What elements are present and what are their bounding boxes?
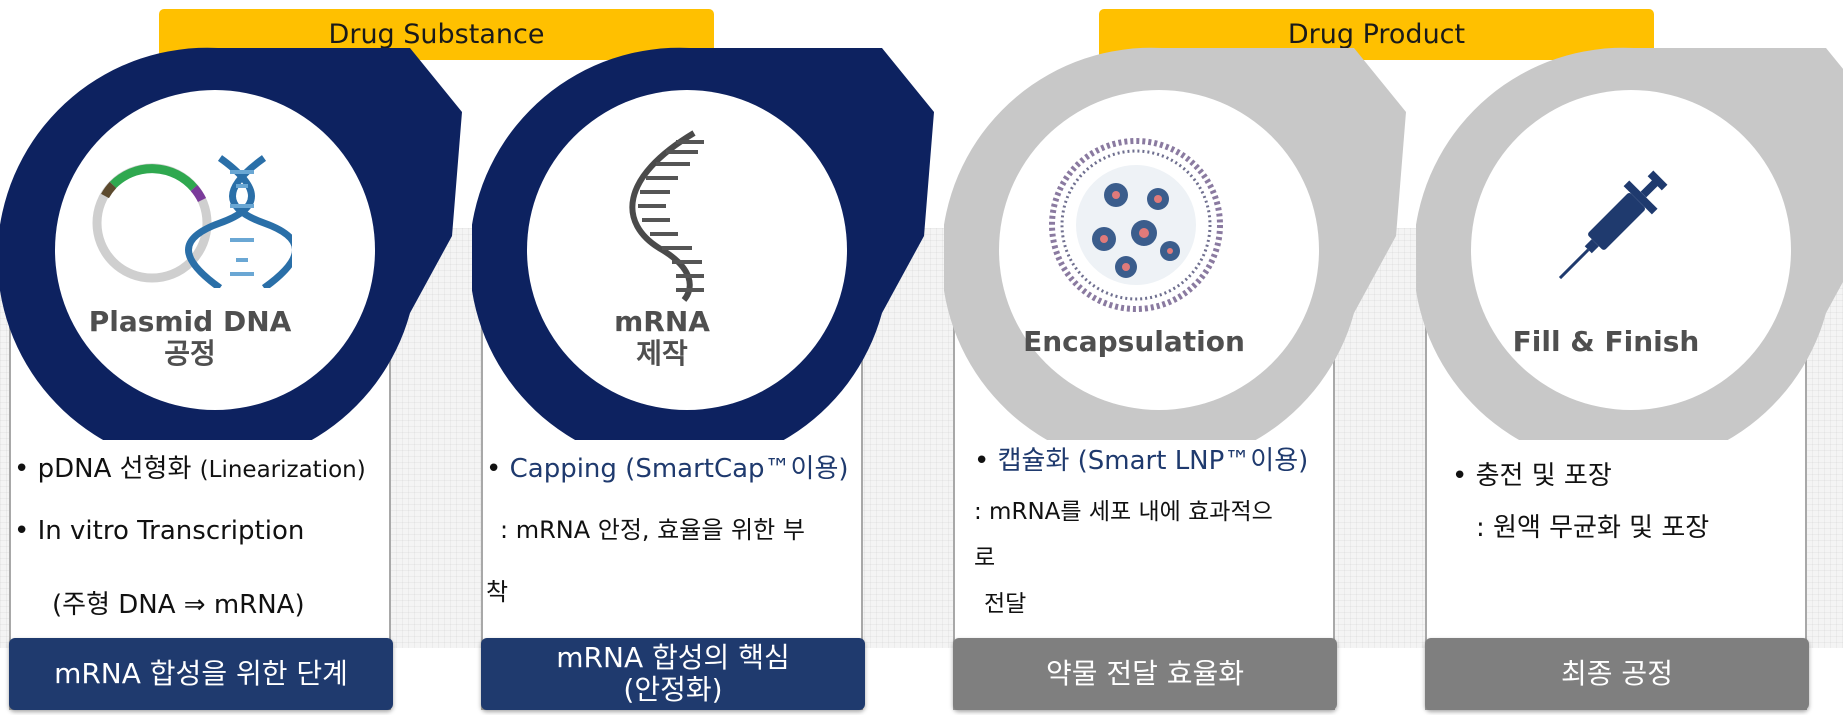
plasmid-dna-icon <box>92 155 292 288</box>
step-plasmid-dna: Plasmid DNA 공정 • pDNA 선형화 (Linearization… <box>0 0 462 715</box>
teardrop-arrow-shape <box>472 47 934 440</box>
bullet-subtext: (주형 DNA ⇒ mRNA) <box>52 590 305 620</box>
mrna-strand-icon <box>629 130 704 302</box>
bullet-subtext: 전달 <box>984 591 1027 617</box>
step-bullets: • Capping (SmartCap™이용) : mRNA 안정, 효율을 위… <box>486 448 861 607</box>
teardrop-arrow-shape <box>1416 47 1843 440</box>
bullet-subtext: : 원액 무균화 및 포장 <box>1476 513 1710 543</box>
step-bullets: • pDNA 선형화 (Linearization) • In vitro Tr… <box>14 448 389 621</box>
step-title: Encapsulation <box>1023 325 1245 358</box>
step-footer: mRNA 합성을 위한 단계 <box>9 638 393 710</box>
syringe-icon <box>1558 170 1668 280</box>
bullet-item: • Capping (SmartCap™이용) <box>486 454 849 484</box>
bullet-subtext: : mRNA를 세포 내에 효과적으 <box>974 499 1273 525</box>
bullet-subtext: : mRNA 안정, 효율을 위한 부 <box>500 516 805 544</box>
bullet-item: • 캡슐화 (Smart LNP™이용) <box>974 446 1309 476</box>
bullet-item: • 충전 및 포장 <box>1452 461 1612 491</box>
step-footer: 약물 전달 효율화 <box>953 638 1337 710</box>
step-fill-finish: Fill & Finish • 충전 및 포장 : 원액 무균화 및 포장 최종… <box>1416 0 1843 715</box>
lipid-nanoparticle-icon <box>1049 138 1223 312</box>
step-mrna: mRNA 제작 • Capping (SmartCap™이용) : mRNA 안… <box>472 0 934 715</box>
bullet-subtext: 로 <box>974 545 996 571</box>
step-title: mRNA 제작 <box>614 305 710 370</box>
step-title: Fill & Finish <box>1512 325 1700 358</box>
step-title: Plasmid DNA 공정 <box>88 305 292 370</box>
bullet-item: • In vitro Transcription <box>14 516 305 546</box>
bullet-subtext: 착 <box>486 578 509 606</box>
step-bullets: • 충전 및 포장 : 원액 무균화 및 포장 <box>1452 455 1827 544</box>
bullet-item: • pDNA 선형화 (Linearization) <box>14 454 366 484</box>
step-footer: mRNA 합성의 핵심 (안정화) <box>481 638 865 710</box>
step-footer: 최종 공정 <box>1425 638 1809 710</box>
step-bullets: • 캡슐화 (Smart LNP™이용) : mRNA를 세포 내에 효과적으 … <box>974 440 1349 618</box>
step-encapsulation: Encapsulation • 캡슐화 (Smart LNP™이용) : mRN… <box>944 0 1406 715</box>
